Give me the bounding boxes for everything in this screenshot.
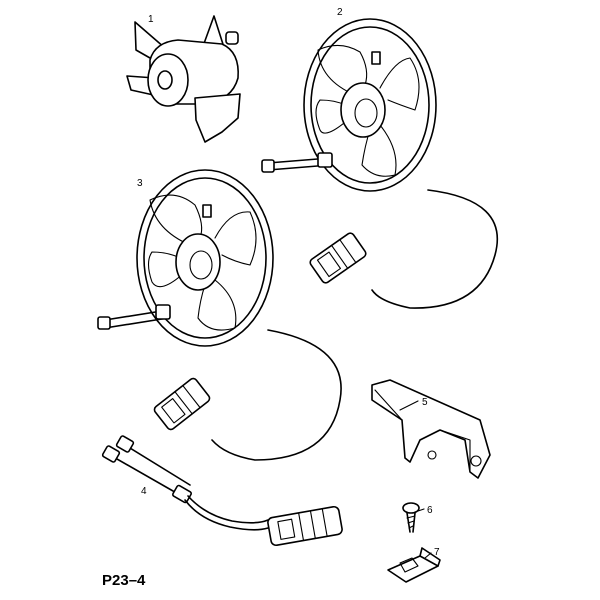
callout-1: 1 <box>148 14 154 25</box>
callout-5: 5 <box>399 397 428 411</box>
part-7-clip <box>387 547 441 583</box>
svg-text:6: 6 <box>427 505 433 516</box>
svg-text:4: 4 <box>141 486 147 497</box>
svg-text:1: 1 <box>148 14 154 25</box>
svg-text:7: 7 <box>434 547 440 558</box>
callout-7: 7 <box>424 547 440 559</box>
part-5-bracket <box>371 379 491 479</box>
callout-2: 2 <box>337 7 343 18</box>
part-4-wiring-harness <box>101 435 343 547</box>
part-2-fan-assembly <box>261 18 499 309</box>
part-1-fan-motor <box>126 15 241 143</box>
part-6-screw <box>402 502 420 533</box>
svg-text:3: 3 <box>137 178 143 189</box>
part-3-fan-assembly <box>97 169 342 461</box>
svg-text:5: 5 <box>422 397 428 408</box>
callout-3: 3 <box>137 178 143 189</box>
callout-6: 6 <box>417 505 433 516</box>
callout-4: 4 <box>141 486 147 497</box>
page-reference: P23–4 <box>102 572 146 589</box>
svg-text:2: 2 <box>337 7 343 18</box>
